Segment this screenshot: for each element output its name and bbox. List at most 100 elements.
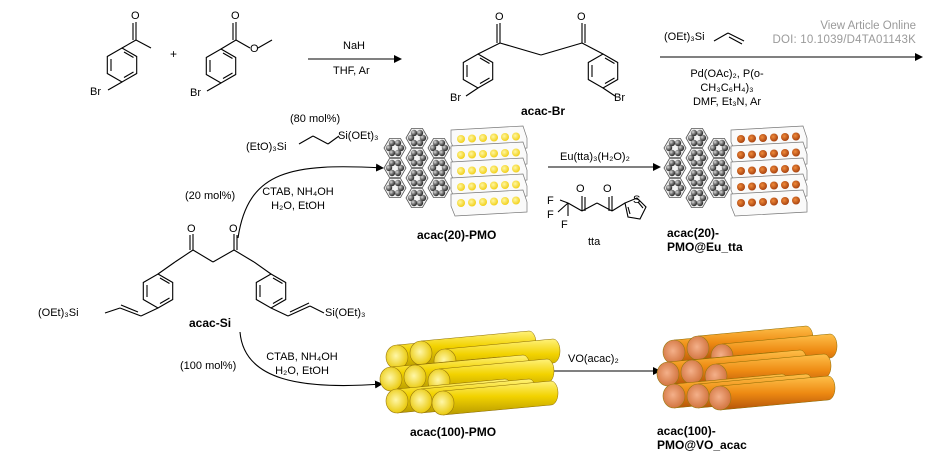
pmo-silica-sphere: [416, 199, 424, 207]
vo-reagent: VO(acac)₂: [568, 353, 619, 365]
lower-conditions-1: CTAB, NH₄OH: [266, 351, 338, 363]
pmo-silica-sphere: [385, 184, 393, 192]
rod-bundle-yellow: [379, 330, 561, 416]
pmo-silica-sphere: [712, 169, 720, 177]
pmo-silica-sphere: [407, 134, 415, 142]
pmo-silica-sphere: [419, 174, 427, 182]
catalyst-line-1: Pd(OAc)₂, P(o-: [690, 68, 764, 80]
pmo-silica-sphere: [388, 139, 396, 147]
rod-end: [431, 390, 455, 416]
pmo-channel-dot: [468, 150, 476, 159]
pmo-silica-sphere: [699, 134, 707, 142]
pmo-silica-sphere: [721, 144, 729, 152]
reactant1-br: Br: [90, 86, 101, 98]
pmo-silica-sphere: [432, 159, 440, 167]
pmo-silica-sphere: [438, 179, 446, 187]
pmo-channel-dot: [490, 133, 498, 142]
pmo-silica-sphere: [441, 144, 449, 152]
pmo-channel: [450, 189, 528, 217]
amount-100-mol: (100 mol%): [180, 360, 237, 372]
pmo-silica-sphere: [696, 169, 704, 177]
pmo-silica-sphere: [407, 194, 415, 202]
pmo-silica-sphere: [718, 169, 726, 177]
pmo-channel-dot: [781, 149, 789, 157]
pmo-silica-sphere: [665, 164, 673, 172]
pmo-silica-sphere: [687, 194, 695, 202]
pmo-silica-sphere: [696, 189, 704, 197]
pmo-channel-dot: [781, 197, 789, 205]
pmo-silica-sphere: [709, 184, 717, 192]
pmo-silica-sphere: [674, 139, 682, 147]
pmo-silica-sphere: [407, 174, 415, 182]
pmo-silica-sphere: [419, 154, 427, 162]
reactant2-br: Br: [190, 87, 201, 99]
pmo-silica-sphere: [690, 149, 698, 157]
rod-end: [686, 383, 710, 409]
pmo-silica-sphere: [690, 129, 698, 137]
pmo-channel-dot: [501, 149, 509, 157]
rod-end: [409, 340, 433, 366]
pmo-channel-dot: [512, 164, 520, 173]
amount-20-mol: (20 mol%): [185, 190, 236, 202]
pmo-silica-sphere: [410, 159, 418, 167]
pmo-silica-sphere: [388, 159, 396, 167]
rod-end: [385, 388, 409, 414]
pmo-silica-sphere: [696, 199, 704, 207]
tta-o-left: O: [576, 183, 585, 195]
pmo-channel-dot: [792, 164, 800, 173]
pmo-silica-sphere: [416, 149, 424, 157]
doi-link[interactable]: DOI: 10.1039/D4TA01143K: [772, 34, 916, 46]
rod: [431, 380, 559, 416]
pmo-channel-dot: [759, 198, 767, 206]
pmo-hexagonal-orange: [663, 125, 808, 217]
pmo-silica-sphere: [388, 169, 396, 177]
pmo-silica-sphere: [690, 169, 698, 177]
pmo-channel-dot: [770, 181, 778, 190]
pmo-silica-sphere: [432, 189, 440, 197]
pmo-channel-dot: [479, 150, 487, 158]
amount-80-mol: (80 mol%): [290, 113, 341, 125]
pmo-hexagonal-yellow: [383, 125, 528, 217]
pmo-silica-sphere: [410, 149, 418, 157]
pmo-silica-sphere: [699, 174, 707, 182]
pmo-silica-sphere: [410, 129, 418, 137]
pmo-channel-dot: [501, 133, 509, 141]
pmo-channel-dot: [490, 165, 498, 174]
view-article-online-link[interactable]: View Article Online: [820, 20, 916, 32]
pmo-silica-sphere: [721, 164, 729, 172]
pmo-silica-sphere: [690, 189, 698, 197]
catalyst-line-3: DMF, Et₃N, Ar: [692, 96, 762, 108]
pmo-channel-dot: [748, 198, 756, 207]
pmo-channel-dot: [737, 151, 745, 159]
pmo-silica-sphere: [429, 184, 437, 192]
acac-si-structure: [104, 234, 325, 317]
pmo-channel-dot: [737, 183, 745, 191]
pmo-channel-dot: [792, 196, 800, 205]
tta-f-3: F: [561, 219, 568, 231]
pmo-silica-sphere: [388, 189, 396, 197]
reactant-methyl-4-bromobenzoate: [205, 22, 273, 92]
pmo-silica-sphere: [668, 139, 676, 147]
pmo-silica-sphere: [394, 139, 402, 147]
pmo-silica-sphere: [687, 174, 695, 182]
pmo-silica-sphere: [718, 159, 726, 167]
rod-end: [686, 335, 710, 361]
pmo-silica-sphere: [677, 184, 685, 192]
plus-sign: +: [170, 47, 178, 61]
tta-label: tta: [588, 236, 601, 248]
pmo-silica-sphere: [410, 199, 418, 207]
pmo-silica-sphere: [407, 154, 415, 162]
acac20-pmo-label: acac(20)-PMO: [417, 228, 497, 242]
pmo-silica-sphere: [394, 189, 402, 197]
pmo-silica-sphere: [668, 149, 676, 157]
pmo-channel-dot: [748, 182, 756, 191]
pmo-channel-dot: [759, 150, 767, 158]
pmo-silica-sphere: [397, 184, 405, 192]
pmo-silica-sphere: [438, 159, 446, 167]
vinyl-triethoxysilane: [713, 32, 745, 45]
bis-triethoxysilyl-ethane: [298, 135, 340, 145]
pmo-silica-sphere: [416, 169, 424, 177]
pmo-channel-dot: [501, 197, 509, 205]
pmo-channel-dot: [457, 135, 465, 143]
pmo-silica-sphere: [416, 189, 424, 197]
